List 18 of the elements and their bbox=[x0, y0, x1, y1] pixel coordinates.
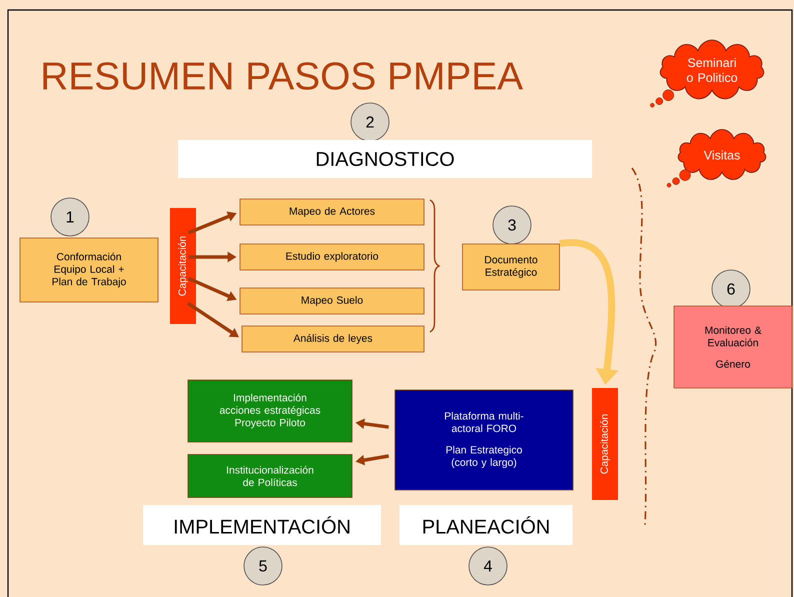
label-bar: Capacitación bbox=[592, 388, 618, 500]
step-box: Mapeo de Actores bbox=[240, 198, 424, 226]
slide-title: RESUMEN PASOS PMPEA bbox=[43, 62, 523, 90]
platform-box: Plataforma multi-actoral FORO Plan Estrategico (corto y largo) bbox=[394, 390, 574, 490]
action-box: Implementación acciones estratégicas Proyecto Piloto bbox=[188, 380, 352, 442]
label-bar: Capacitación bbox=[170, 208, 196, 324]
heading-band: IMPLEMENTACIÓN bbox=[143, 505, 381, 545]
action-box: Institucionalización de Políticas bbox=[188, 454, 352, 498]
thought-cloud: Visitas bbox=[666, 129, 766, 188]
thought-cloud: Seminari o Politico bbox=[650, 40, 764, 108]
heading-band: PLANEACIÓN bbox=[400, 505, 572, 545]
step-box: Análisis de leyes bbox=[242, 326, 424, 352]
monitoring-box: Monitoreo & Evaluación Género bbox=[674, 306, 792, 388]
step-box: Mapeo Suelo bbox=[240, 288, 424, 314]
step-box: Conformación Equipo Local + Plan de Trabajo bbox=[20, 238, 158, 302]
step-box: Documento Estratégico bbox=[462, 244, 560, 290]
step-box: Estudio exploratorio bbox=[240, 244, 424, 270]
heading-band: DIAGNOSTICO bbox=[178, 140, 592, 178]
